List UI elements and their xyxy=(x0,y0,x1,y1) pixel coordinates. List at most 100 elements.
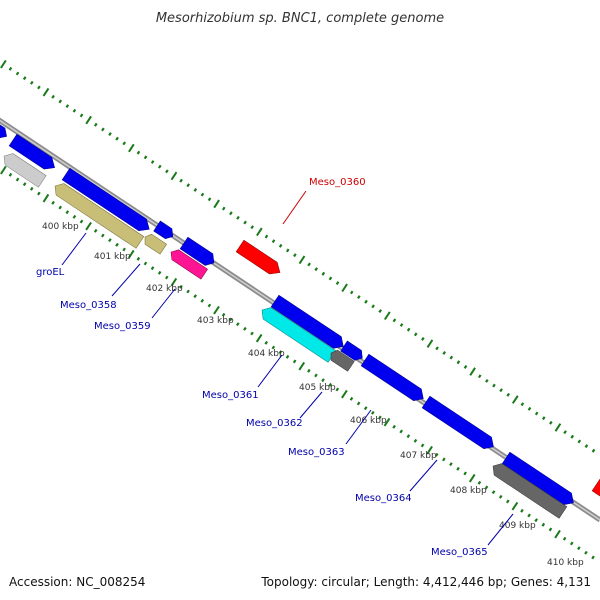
minor-tick xyxy=(548,527,553,532)
minor-tick xyxy=(37,85,41,90)
minor-tick xyxy=(293,253,297,258)
major-tick xyxy=(426,445,433,455)
minor-tick xyxy=(477,374,482,379)
minor-tick xyxy=(577,546,581,551)
minor-tick xyxy=(29,80,34,85)
gene-arrow-groEL[interactable] xyxy=(51,180,145,249)
gene-arrow-0361-fwd[interactable] xyxy=(270,294,347,352)
minor-tick xyxy=(93,122,98,127)
minor-tick xyxy=(235,322,240,327)
gene-label-meso-0358[interactable]: Meso_0358 xyxy=(60,300,117,311)
minor-tick xyxy=(321,378,325,383)
gene-label-meso-0361[interactable]: Meso_0361 xyxy=(202,390,259,401)
gene-arrow-meso-0359[interactable] xyxy=(168,247,208,280)
minor-tick xyxy=(442,457,446,462)
gene-arrow-meso-0358[interactable] xyxy=(142,232,167,255)
minor-tick xyxy=(492,383,496,388)
minor-tick xyxy=(371,304,375,309)
minor-tick xyxy=(51,200,55,205)
minor-tick xyxy=(15,177,20,182)
gene-label-groEL[interactable]: groEL xyxy=(36,267,65,278)
minor-tick xyxy=(100,233,105,238)
gene-features xyxy=(0,120,600,519)
gene-arrow-meso-0360[interactable] xyxy=(235,239,284,278)
minor-tick xyxy=(584,550,588,555)
minor-tick xyxy=(406,327,411,332)
gene-arrow-meso-0362[interactable] xyxy=(328,348,355,372)
minor-tick xyxy=(143,261,148,266)
major-tick xyxy=(0,59,7,69)
minor-tick xyxy=(499,388,503,393)
major-tick xyxy=(341,389,348,399)
minor-tick xyxy=(314,373,318,378)
major-tick xyxy=(42,87,50,97)
minor-tick xyxy=(498,494,503,499)
minor-tick xyxy=(506,392,511,397)
minor-tick xyxy=(271,345,276,350)
gene-label-meso-0362[interactable]: Meso_0362 xyxy=(246,418,303,429)
gene-arrow-meso-0361[interactable] xyxy=(258,304,337,363)
kbp-label-410: 410 kbp xyxy=(547,558,584,568)
minor-tick xyxy=(200,298,205,303)
minor-tick xyxy=(434,452,439,457)
minor-tick xyxy=(122,247,126,252)
minor-tick xyxy=(356,401,361,406)
major-tick xyxy=(85,221,92,231)
minor-tick xyxy=(335,281,340,285)
accession-text: Accession: NC_008254 xyxy=(9,575,145,589)
inner-tick-track xyxy=(0,165,595,560)
minor-tick xyxy=(15,71,20,76)
minor-tick xyxy=(321,271,326,276)
gene-label-meso-0359[interactable]: Meso_0359 xyxy=(94,321,151,332)
gene-arrow-0358-small[interactable] xyxy=(153,220,176,242)
minor-tick xyxy=(22,182,27,187)
minor-tick xyxy=(243,220,247,225)
minor-tick xyxy=(328,276,333,281)
major-tick xyxy=(426,339,434,348)
major-tick xyxy=(256,227,263,237)
gene-arrow-0359-fwd[interactable] xyxy=(179,236,218,269)
minor-tick xyxy=(577,439,582,444)
major-tick xyxy=(554,423,562,432)
gene-label-meso-0363[interactable]: Meso_0363 xyxy=(288,447,345,458)
kbp-label-409: 409 kbp xyxy=(499,521,536,531)
gene-arrow-0364-fwd[interactable] xyxy=(421,395,497,452)
kbp-label-401: 401 kbp xyxy=(94,252,131,262)
gene-label-meso-0365[interactable]: Meso_0365 xyxy=(431,547,488,558)
kbp-label-400: 400 kbp xyxy=(42,222,79,232)
minor-tick xyxy=(328,382,333,387)
minor-tick xyxy=(363,406,368,411)
minor-tick xyxy=(58,205,63,210)
minor-tick xyxy=(520,402,525,407)
gene-label-meso-0364[interactable]: Meso_0364 xyxy=(355,493,412,504)
gene-arrow-0363-fwd[interactable] xyxy=(360,353,427,404)
gene-labels: groEL Meso_0358 Meso_0359 Meso_0360 Meso… xyxy=(36,177,488,558)
minor-tick xyxy=(591,555,595,560)
gene-arrow-0357[interactable] xyxy=(0,120,10,141)
gene-arrow-meso-0365[interactable] xyxy=(489,460,568,519)
major-tick xyxy=(170,277,178,287)
minor-tick xyxy=(79,113,84,118)
major-tick xyxy=(170,171,178,181)
major-tick xyxy=(213,199,220,209)
minor-tick xyxy=(58,99,63,104)
outer-tick-track xyxy=(0,59,596,453)
minor-tick xyxy=(413,332,418,337)
minor-tick xyxy=(357,295,361,299)
minor-tick xyxy=(563,430,567,435)
minor-tick xyxy=(307,368,311,373)
gene-arrow-edge-red[interactable] xyxy=(591,478,600,503)
major-tick xyxy=(341,283,348,293)
gene-arrow-groES[interactable] xyxy=(8,133,58,173)
minor-tick xyxy=(150,160,155,164)
minor-tick xyxy=(491,490,496,495)
minor-tick xyxy=(236,215,240,220)
gene-arrow-0362-fwd[interactable] xyxy=(340,340,366,363)
gene-arrow-0365-fwd[interactable] xyxy=(501,451,577,508)
minor-tick xyxy=(534,518,539,523)
gene-arrow-groEL-fwd[interactable] xyxy=(61,167,153,235)
minor-tick xyxy=(477,480,482,485)
gene-arrow-grey-left[interactable] xyxy=(0,150,47,188)
gene-label-meso-0360[interactable]: Meso_0360 xyxy=(309,177,366,188)
